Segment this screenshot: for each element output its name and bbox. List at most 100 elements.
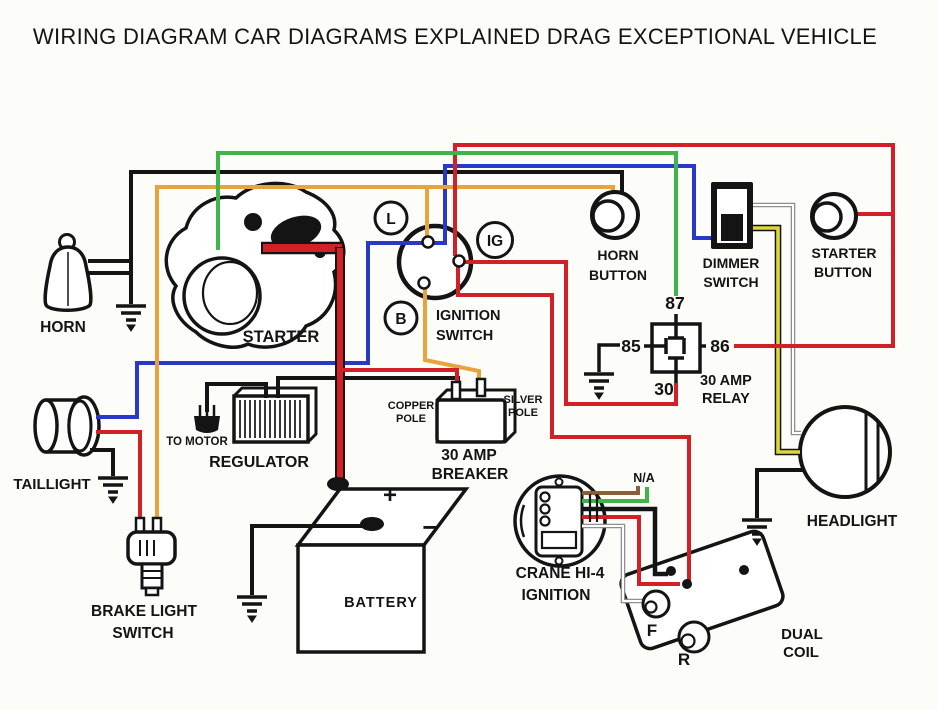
term-circle-b [383,300,419,336]
coil-tower-r-center [680,633,696,649]
breaker-copper-prong [450,380,462,401]
regulator-label: REGULATOR [209,454,309,471]
page-title: WIRING DIAGRAM CAR DIAGRAMS EXPLAINED DR… [33,24,877,49]
relay-85-label: 85 [621,336,641,356]
breaker-silver-prong [475,377,487,398]
starter-label: STARTER [243,328,320,346]
wire-red-taillight-to-brake-switch [96,430,142,521]
coil-terminals [641,566,711,654]
coil-label-1: DUAL [781,626,823,643]
brake-switch-label-2: SWITCH [112,625,173,642]
starter-button-label-1: STARTER [811,245,876,261]
starter-button-label-2: BUTTON [814,264,872,280]
horn-button-knob [591,199,625,233]
to-motor-label: TO MOTOR [166,436,228,448]
headlight-label: HEADLIGHT [807,513,898,530]
battery-front-face [296,543,426,654]
taillight-symbol [33,395,101,457]
wire-black-horn-to-horn-button [129,170,624,304]
crane-screw-top [554,477,564,487]
taillight-lens [67,399,93,453]
headlight-symbol [798,405,892,499]
starter-symbol [164,181,346,349]
crane-slot [540,530,578,550]
relay-85-ground-lead [597,343,620,372]
to-motor-plug [194,403,220,433]
battery-minus-label: − [422,512,437,542]
relay-name-label-1: 30 AMP [700,373,752,389]
ignition-switch-label-1: IGNITION [436,308,500,324]
horn-button-label-2: BUTTON [589,267,647,283]
ignition-terminal-l [421,235,435,249]
copper-pole-label-2: POLE [396,413,426,425]
horn-label: HORN [40,319,86,336]
wire-red-crane-to-coil [582,515,680,586]
coil-bolt [739,565,749,575]
crane-hole-3 [539,515,551,527]
wire-red-main-rail-ig-starterbutton-relay86 [453,143,895,348]
wire-green-crane-to-na [582,487,649,503]
ignition-terminal-ig [452,254,466,268]
relay-86-label: 86 [710,336,730,356]
dimmer-label-1: DIMMER [703,255,760,271]
wire-red-ig-to-coil [456,263,691,582]
horn-button-label-1: HORN [597,247,638,263]
relay-30-label: 30 [654,379,674,399]
wire-orange-ignition-b-to-silver-pole [423,287,481,384]
relay-symbol [597,314,706,383]
wire-blue-taillight-ignition-dimmer [96,164,713,419]
term-circle-l [373,200,409,236]
wire-black-headlight-ground [755,468,804,518]
plug-body [194,416,220,433]
wire-red-battery-to-copper-pole [340,368,459,386]
crane-label-1: CRANE HI-4 [516,565,605,582]
wire-black-crane-to-coil [582,506,668,577]
starter-detail [244,213,262,231]
ignition-terminal-b [417,276,431,290]
starter-button [810,192,858,240]
copper-pole-label-1: COPPER [388,400,435,412]
starter-drum-face [201,260,259,326]
crane-hole-2 [539,503,551,515]
horn-symbol [43,233,93,312]
silver-pole-label-1: SILVER [504,394,543,406]
battery-symbol [294,487,470,654]
battery-positive-post [327,477,349,491]
na-label: N/A [633,471,655,485]
wire-white-crane-core [582,525,646,602]
wire-yellow-dimmer-to-headlight [751,226,800,454]
brake-switch-thread [140,562,164,590]
relay-name-label-2: RELAY [702,391,750,407]
wire-black-regulator-to-motor [205,382,268,412]
wire-white-dimmer-core [752,204,801,434]
coil-tower-f-center [644,600,658,614]
wire-brown-crane-to-na [582,486,640,495]
terminal-ig-label: IG [487,233,503,250]
breaker-symbol [435,388,517,444]
breaker-box [435,398,507,444]
crane-ignition-symbol [513,474,607,568]
starter-button-knob [811,201,843,233]
wire-black-taillight-ground [90,448,115,476]
crane-arc [519,504,526,538]
terminal-b-label: B [395,311,406,328]
brake-switch-body [126,530,177,566]
wire-red-ig-to-relay30 [462,260,678,406]
brake-switch-tip [144,586,160,597]
terminal-l-label: L [386,211,395,228]
taillight-cap [33,398,59,454]
coil-label-2: COIL [783,644,819,661]
starter-solenoid [270,215,322,249]
term-circle-ig [476,221,514,259]
battery-negative-post [360,517,384,531]
breaker-label-1: 30 AMP [441,447,496,464]
silver-pole-label-2: POLE [508,407,538,419]
coil-f-label: F [647,621,657,640]
coil-post-black [666,566,676,576]
taillight-label: TAILLIGHT [13,476,90,493]
crane-hole-1 [539,491,551,503]
coil-post-red [682,579,692,589]
dimmer-rocker [721,214,743,241]
